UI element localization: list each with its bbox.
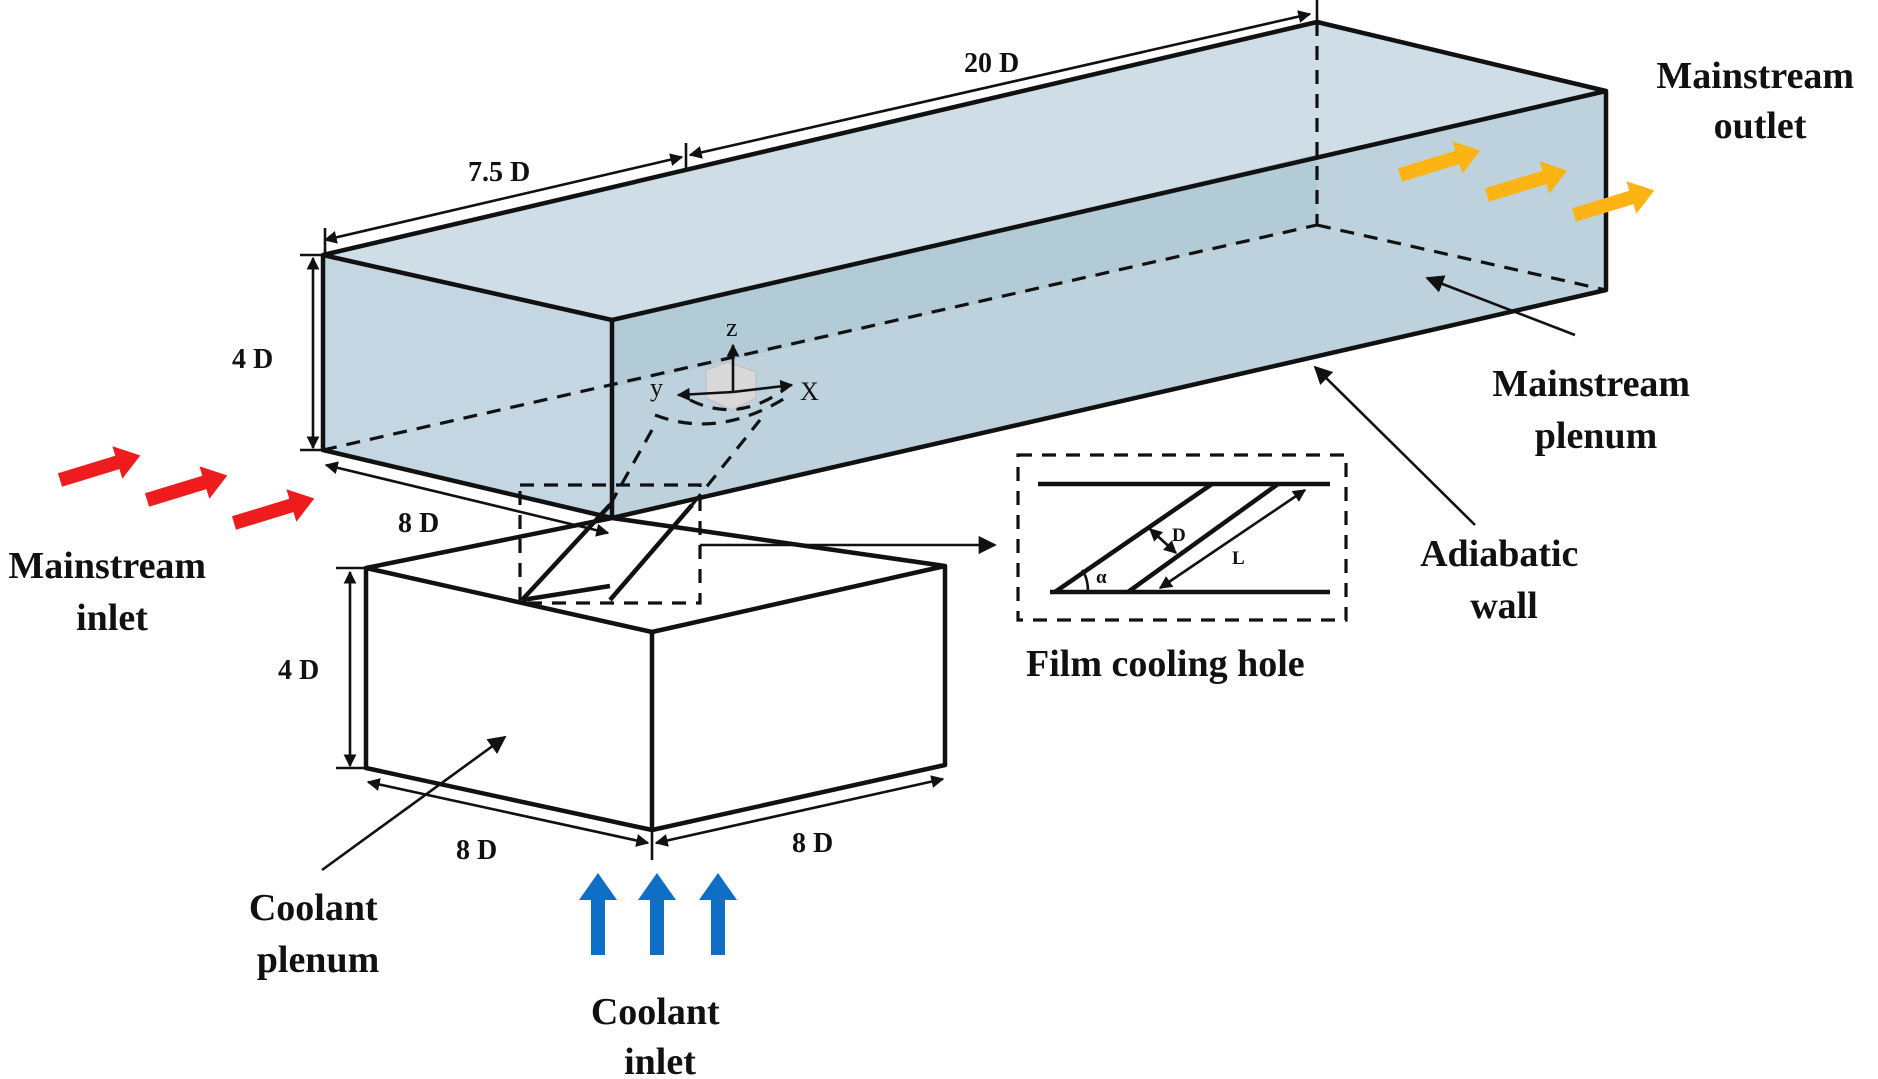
mainstream-plenum-label: Mainstream plenum bbox=[1492, 363, 1699, 457]
film-cooling-hole-inset: D L α Film cooling hole bbox=[1016, 453, 1348, 685]
coolant-inlet-line1: Coolant bbox=[591, 991, 720, 1033]
coolant-plenum-line2: plenum bbox=[257, 939, 379, 981]
leader-arrows bbox=[321, 275, 1576, 872]
adiabatic-wall-leader bbox=[1313, 365, 1476, 526]
coolant-plenum-box bbox=[363, 515, 948, 833]
duct-left-face bbox=[323, 255, 612, 518]
mainstream-inlet-label: Mainstream inlet bbox=[8, 545, 215, 639]
coolant-inlet-label: Coolant inlet bbox=[591, 991, 729, 1079]
mainstream-inlet-arrows bbox=[57, 446, 315, 530]
dim-duct-width: 8 D bbox=[398, 508, 439, 539]
blue-arrow-icon bbox=[638, 873, 676, 955]
blue-arrow-icon bbox=[579, 873, 617, 955]
dim-7-5d: 7.5 D bbox=[468, 157, 530, 188]
mainstream-plenum-line2: plenum bbox=[1535, 415, 1657, 457]
coolant-inlet-line2: inlet bbox=[624, 1041, 696, 1079]
film-cooling-hole-label: Film cooling hole bbox=[1026, 643, 1305, 685]
dim-20d: 20 D bbox=[964, 48, 1019, 79]
coolant-inlet-arrows bbox=[579, 873, 737, 955]
red-arrow-icon bbox=[231, 489, 315, 530]
mainstream-plenum-leader bbox=[1425, 275, 1576, 337]
coordinate-axes: z y X bbox=[650, 313, 819, 411]
axis-y-label: y bbox=[650, 373, 663, 402]
dim-plenum-width-left: 8 D bbox=[456, 835, 497, 866]
dimension-lines: 7.5 D 20 D 4 D 8 D 4 D 8 D 8 D bbox=[232, 0, 1319, 866]
mainstream-inlet-line2: inlet bbox=[76, 597, 148, 639]
axis-z-label: z bbox=[726, 313, 738, 342]
yellow-arrow-icon bbox=[1397, 141, 1481, 182]
coolant-plenum-label: Coolant plenum bbox=[249, 887, 387, 981]
zoom-box bbox=[518, 483, 702, 605]
coolant-plenum-leader bbox=[321, 735, 507, 872]
blue-arrow-icon bbox=[699, 873, 737, 955]
inset-length-label: L bbox=[1232, 548, 1245, 569]
mainstream-outlet-line2: outlet bbox=[1714, 105, 1807, 147]
yellow-arrow-icon bbox=[1484, 161, 1568, 202]
dim-plenum-width-right: 8 D bbox=[792, 828, 833, 859]
inset-angle-label: α bbox=[1096, 567, 1107, 588]
red-arrow-icon bbox=[144, 466, 228, 507]
mainstream-inlet-line1: Mainstream bbox=[8, 545, 206, 587]
duct-front-face bbox=[612, 91, 1606, 518]
text-labels: Mainstream outlet Mainstream inlet Mains… bbox=[8, 55, 1863, 1079]
mainstream-outlet-arrows bbox=[1397, 141, 1655, 222]
axis-x-label: X bbox=[800, 377, 819, 406]
adiabatic-wall-line2: wall bbox=[1470, 585, 1538, 627]
yellow-arrow-icon bbox=[1571, 181, 1655, 222]
coolant-plenum-line1: Coolant bbox=[249, 887, 378, 929]
inset-diameter-label: D bbox=[1172, 525, 1186, 546]
mainstream-outlet-label: Mainstream outlet bbox=[1656, 55, 1863, 147]
plenum-top-face bbox=[366, 518, 945, 632]
duct-back-darker-strip bbox=[612, 154, 1317, 388]
mainstream-outlet-line1: Mainstream bbox=[1656, 55, 1854, 97]
red-arrow-icon bbox=[57, 446, 141, 487]
mainstream-duct bbox=[320, 19, 1609, 521]
adiabatic-wall-label: Adiabatic wall bbox=[1420, 533, 1588, 627]
adiabatic-wall-line1: Adiabatic bbox=[1420, 533, 1578, 575]
film-cooling-hole bbox=[518, 383, 997, 605]
dim-duct-height: 4 D bbox=[232, 344, 273, 375]
dim-plenum-height: 4 D bbox=[278, 655, 319, 686]
mainstream-plenum-line1: Mainstream bbox=[1492, 363, 1690, 405]
